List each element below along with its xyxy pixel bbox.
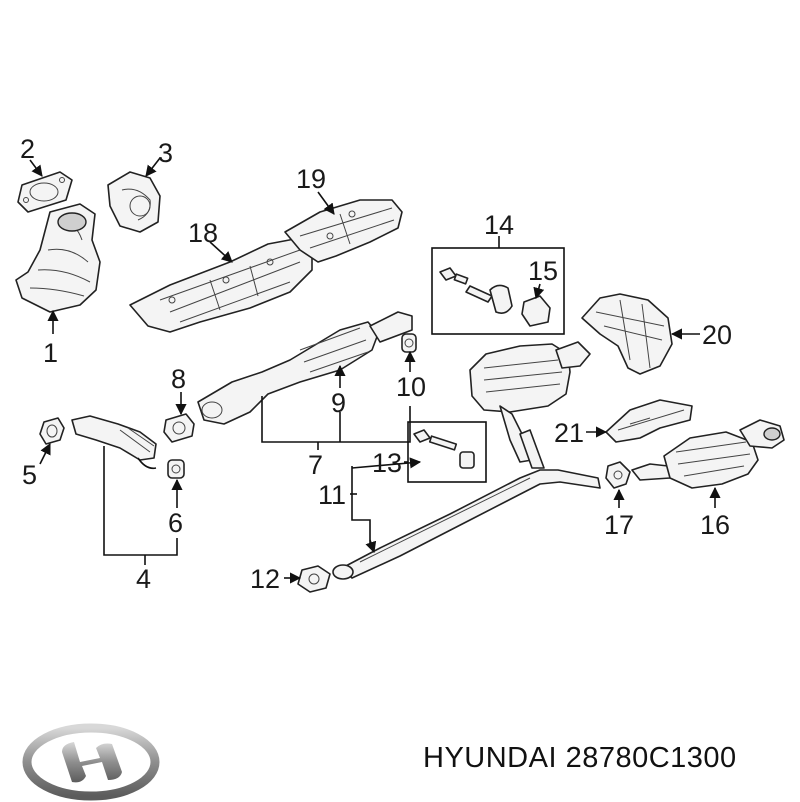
callout-6: 6 <box>168 508 183 538</box>
callout-5: 5 <box>22 460 37 490</box>
callout-18: 18 <box>188 218 218 248</box>
callout-16: 16 <box>700 510 730 540</box>
callout-8: 8 <box>171 364 186 394</box>
callout-3: 3 <box>158 138 173 168</box>
part-8-gasket <box>163 413 195 443</box>
callout-9: 9 <box>331 388 346 418</box>
callout-4: 4 <box>136 564 151 594</box>
part-2-gasket <box>17 171 73 213</box>
callout-19: 19 <box>296 164 326 194</box>
part-10-hanger <box>401 333 417 353</box>
part-4-front-pipe <box>71 415 157 470</box>
part-21-heat-shield <box>605 399 693 443</box>
part-19-heat-shield <box>284 199 403 263</box>
callout-17: 17 <box>604 510 634 540</box>
part-number: 28780C1300 <box>565 742 737 774</box>
callout-11: 11 <box>318 480 346 510</box>
part-9-center-pipe <box>197 311 413 425</box>
hyundai-logo <box>22 723 160 801</box>
callout-10: 10 <box>396 372 426 402</box>
part-caption: HYUNDAI 28780C1300 <box>423 742 737 775</box>
part-5-gasket <box>39 417 65 445</box>
callout-7: 7 <box>308 450 323 480</box>
callout-labels: 1 2 3 4 5 6 7 8 9 10 11 12 13 14 15 16 1… <box>20 134 732 594</box>
part-12-gasket <box>297 565 331 593</box>
leader-lines <box>29 157 721 584</box>
callout-1: 1 <box>43 338 58 368</box>
part-11-pre-muffler <box>469 341 591 463</box>
part-16-rear-muffler <box>631 419 785 489</box>
callout-14: 14 <box>484 210 514 240</box>
part-13-kit-box <box>407 421 487 483</box>
pipe-flange <box>332 564 354 580</box>
part-3-heat-shield <box>107 171 161 233</box>
part-17-gasket <box>605 461 631 489</box>
part-11-pipe <box>341 429 601 579</box>
part-14-kit-box <box>431 247 565 335</box>
callout-15: 15 <box>528 256 558 286</box>
callout-21: 21 <box>554 418 584 448</box>
callout-20: 20 <box>702 320 732 350</box>
part-20-heat-shield <box>581 293 673 375</box>
part-6-hanger <box>167 459 185 479</box>
callout-13: 13 <box>372 448 402 478</box>
callout-2: 2 <box>20 134 35 164</box>
callout-12: 12 <box>250 564 280 594</box>
part-1-manifold-converter <box>15 203 101 313</box>
brand-name: HYUNDAI <box>423 742 558 774</box>
